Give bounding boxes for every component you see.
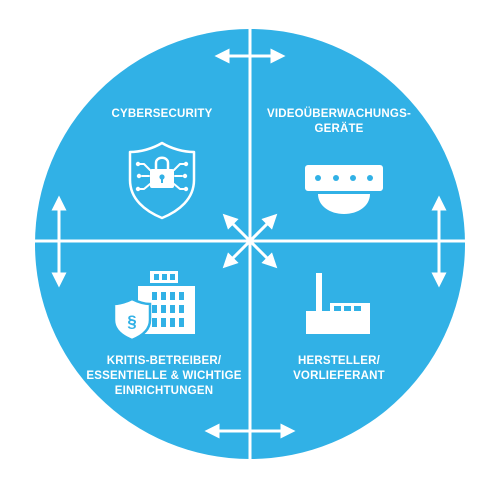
label-line: GERÄTE (314, 123, 364, 135)
dome-camera-icon (305, 165, 383, 214)
label-line: EINRICHTUNGEN (114, 385, 214, 397)
label-line: VIDEOÜBERWACHUNGS- (267, 108, 411, 120)
shield-lock-icon (128, 141, 196, 220)
factory-icon (306, 273, 370, 334)
center-cross-arrows-icon (222, 213, 278, 269)
label-line: KRITIS-BETREIBER/ (106, 355, 222, 367)
label-video-surveillance: VIDEOÜBERWACHUNGS- GERÄTE (264, 107, 414, 137)
office-building-shield-icon: § (112, 271, 195, 342)
lock-body-icon (150, 169, 174, 188)
label-cybersecurity: CYBERSECURITY (100, 107, 224, 122)
label-line: VORLIEFERANT (293, 370, 385, 382)
label-line: HERSTELLER/ (297, 355, 381, 367)
label-manufacturer: HERSTELLER/ VORLIEFERANT (276, 354, 402, 384)
label-line: CYBERSECURITY (111, 108, 213, 120)
svg-text:§: § (127, 312, 136, 331)
label-line: ESSENTIELLE & WICHTIGE (86, 370, 242, 382)
label-kritis: KRITIS-BETREIBER/ ESSENTIELLE & WICHTIGE… (84, 354, 244, 399)
